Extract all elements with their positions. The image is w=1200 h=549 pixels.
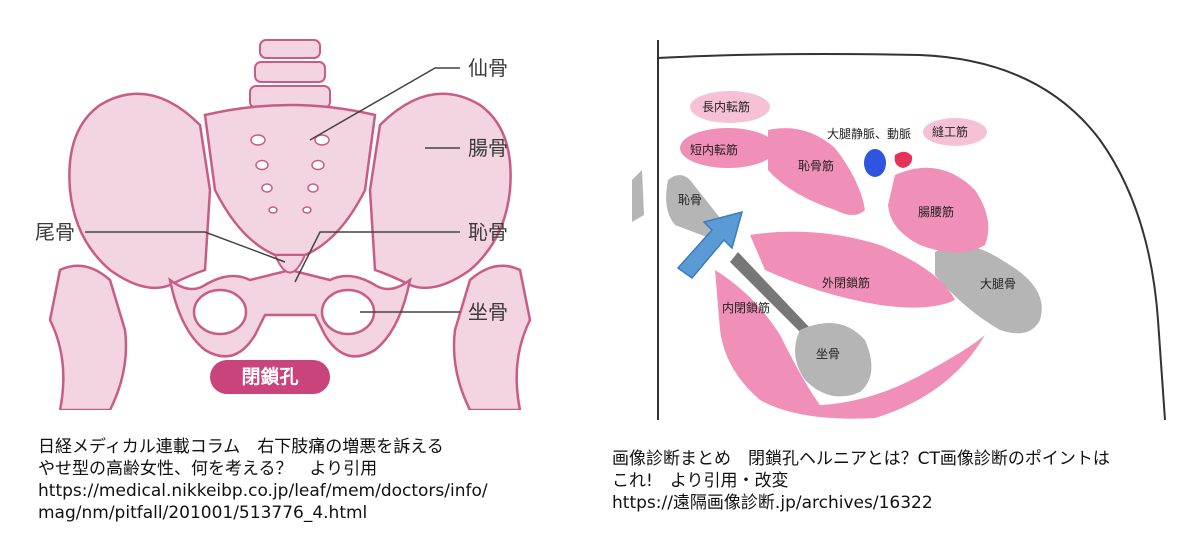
body-outline (657, 40, 1166, 421)
label-coccyx: 尾骨 (35, 220, 75, 244)
left-caption-url-1[interactable]: https://medical.nikkeibp.co.jp/leaf/mem/… (38, 481, 488, 501)
coccyx (273, 254, 307, 274)
obturator-foramen-badge: 閉鎖孔 (210, 360, 330, 394)
obturator-externus (750, 231, 955, 308)
right-femur (452, 264, 532, 410)
label-ischium: 坐骨 (468, 300, 508, 324)
label-iliopsoas: 腸腰筋 (918, 204, 954, 219)
label-pubis: 恥骨 (678, 193, 702, 207)
left-caption-url-2[interactable]: mag/nm/pitfall/201001/513776_4.html (38, 503, 368, 523)
herniation-arrow (676, 210, 744, 280)
femur-bone (935, 245, 1042, 334)
left-femur (48, 264, 128, 410)
leader-lines (85, 67, 460, 313)
label-ischium: 坐骨 (816, 347, 840, 361)
obturator-cross-section: 長内転筋 短内転筋 恥骨筋 大腿静脈、動脈 縫工筋 恥骨 腸腰筋 外閉鎖筋 大腿… (632, 40, 1166, 421)
label-pectineus: 恥骨筋 (798, 158, 834, 173)
sartorius (923, 118, 987, 146)
adductor-brevis (680, 128, 776, 168)
lumbar-spine (249, 39, 331, 109)
right-ilium (368, 92, 512, 290)
left-caption-line-2: やせ型の高齢女性、何を考える？ より引用 (38, 459, 378, 479)
right-caption-line-1: 画像診断まとめ 閉鎖孔ヘルニアとは？CT画像診断のポイントは (612, 449, 1110, 469)
label-femur: 大腿骨 (980, 277, 1016, 291)
ischium-bone (795, 322, 872, 397)
label-adductor-brevis: 短内転筋 (690, 142, 738, 157)
right-caption-url[interactable]: https://遠隔画像診断.jp/archives/16322 (612, 493, 933, 513)
label-adductor-longus: 長内転筋 (702, 99, 750, 114)
label-obturator-internus: 内閉鎖筋 (722, 300, 770, 315)
label-ilium: 腸骨 (468, 136, 508, 160)
label-sacrum: 仙骨 (468, 56, 508, 80)
label-femoral-vessels: 大腿静脈、動脈 (827, 127, 911, 141)
pubis-fragment (632, 170, 644, 222)
right-caption: 画像診断まとめ 閉鎖孔ヘルニアとは？CT画像診断のポイントは これ! より引用・… (612, 448, 1192, 514)
obturator-internus (715, 270, 985, 419)
left-caption-line-1: 日経メディカル連載コラム 右下肢痛の増悪を訴える (38, 437, 444, 457)
left-obturator-foramen (192, 288, 248, 336)
pectineus (768, 128, 865, 215)
label-pubis: 恥骨 (468, 220, 508, 244)
label-obturator-foramen: 閉鎖孔 (241, 365, 298, 388)
adductor-longus (690, 91, 770, 123)
femoral-vein (864, 149, 886, 177)
sacrum (203, 103, 377, 257)
obturator-membrane (730, 252, 810, 335)
left-caption: 日経メディカル連載コラム 右下肢痛の増悪を訴える やせ型の高齢女性、何を考える？… (38, 436, 538, 524)
iliopsoas (888, 167, 989, 253)
sacral-foramina (250, 134, 330, 214)
right-caption-line-2: これ! より引用・改変 (612, 471, 789, 491)
label-sartorius: 縫工筋 (932, 124, 968, 139)
pelvis-diagram: 仙骨 腸骨 尾骨 恥骨 坐骨 閉鎖孔 (35, 39, 532, 410)
femoral-artery (894, 151, 913, 168)
label-obturator-externus: 外閉鎖筋 (822, 275, 870, 290)
left-ilium (68, 92, 212, 290)
